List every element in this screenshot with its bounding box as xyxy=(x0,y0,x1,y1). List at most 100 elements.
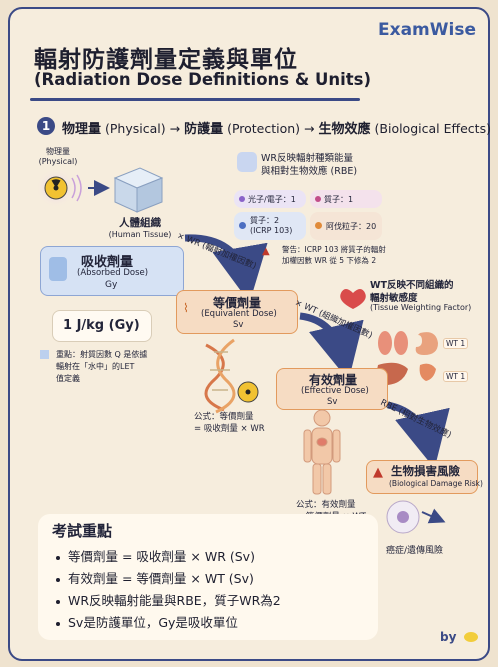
effective-unit: Sv xyxy=(327,397,338,407)
brand-logo: ExamWise xyxy=(378,20,476,40)
step-protection-zh: 防護量 xyxy=(184,122,224,137)
key-point-4: Sv是防護單位，Gy是吸收單位 xyxy=(56,612,238,631)
wr-proton-icrp-sub: (ICRP 103) xyxy=(250,226,293,235)
step-physical-en: (Physical) xyxy=(105,121,166,136)
tissue-label-en: (Human Tissue) xyxy=(108,230,172,239)
key-point-2-text: 有效劑量 = 等價劑量 × WT (Sv) xyxy=(68,571,254,586)
bullet-icon xyxy=(56,599,60,604)
stomach-icon xyxy=(415,332,438,355)
formula-eff-line-1: 公式：有效劑量 xyxy=(296,500,356,510)
thyroid-icon xyxy=(419,363,436,381)
dna-small-icon: ⌇ xyxy=(183,301,189,315)
lemon-icon xyxy=(464,632,478,642)
key-point-4-text: Sv是防護單位，Gy是吸收單位 xyxy=(68,615,238,630)
wr-cell-proton: 質子：1 xyxy=(310,190,382,208)
absorbed-zh: 吸收劑量 xyxy=(81,255,134,270)
photon-dot-icon xyxy=(239,196,245,202)
note-line-2: 輻射在「水中」的LET xyxy=(56,362,135,371)
bullet-icon xyxy=(56,555,60,560)
bullet-icon xyxy=(56,621,60,626)
wt-title-line-3: (Tissue Weighting Factor) xyxy=(370,303,472,312)
step-number-badge: 1 xyxy=(37,117,55,135)
proton-dot-icon xyxy=(315,196,321,202)
wt-label-2: WT 1 xyxy=(443,371,469,382)
step-arrow-1: → xyxy=(169,121,181,136)
wr-proton-label: 質子：1 xyxy=(324,195,354,204)
arrow-rbe xyxy=(387,401,450,469)
key-point-3-text: WR反映輻射能量與RBE，質子WR為2 xyxy=(68,593,281,608)
key-points-title: 考試重點 xyxy=(52,522,113,540)
human-body-icon xyxy=(303,409,341,495)
heart-icon xyxy=(340,289,366,309)
radiation-source-icon xyxy=(36,168,82,208)
equiv-zh: 等價劑量 xyxy=(213,296,262,310)
proton-icrp-dot-icon xyxy=(239,222,246,229)
wt-title-line-1: WT反映不同組織的 xyxy=(370,280,454,291)
formula-equiv-line-2: = 吸收劑量 × WR xyxy=(194,424,265,434)
effective-dose-card: 有效劑量 (Effective Dose) Sv xyxy=(276,368,388,410)
note-line-1: 重點：射質因數 Q 是依據 xyxy=(56,350,148,359)
title-english: (Radiation Dose Definitions & Units) xyxy=(34,70,372,89)
wr-photon-label: 光子/電子：1 xyxy=(248,195,296,204)
risk-card: ▲ 生物損害風險 (Biological Damage Risk) xyxy=(366,460,483,494)
step-arrow-2: → xyxy=(304,121,315,136)
warning-line-1: 警告：ICRP 103 將質子的輻射 xyxy=(282,245,386,254)
risk-warning-icon: ▲ xyxy=(373,465,383,480)
note-marker-icon xyxy=(40,350,49,359)
risk-en: (Biological Damage Risk) xyxy=(389,479,483,488)
wr-cell-photon: 光子/電子：1 xyxy=(234,190,306,208)
source-label-en: (Physical) xyxy=(38,157,78,166)
beaker-icon xyxy=(49,257,67,281)
formula-equiv-line-1: 公式：等價劑量 xyxy=(194,412,254,422)
warning-icon: ▲ xyxy=(262,246,270,257)
bullet-icon xyxy=(56,577,60,582)
step-heading: 物理量 (Physical) → 防護量 (Protection) → 生物效應… xyxy=(62,118,491,137)
by-label: by xyxy=(440,630,457,644)
absorbed-dose-card: 吸收劑量 (Absorbed Dose) Gy xyxy=(40,246,184,296)
radiation-symbol-icon xyxy=(237,381,259,403)
gy-definition: 1 J/kg (Gy) xyxy=(63,318,140,333)
wr-cell-alpha: 阿伐粒子：20 xyxy=(310,212,382,240)
key-point-2: 有效劑量 = 等價劑量 × WT (Sv) xyxy=(56,568,254,587)
step-bio-en: (Biological Effects) xyxy=(374,121,491,136)
lungs-icon xyxy=(378,331,408,355)
source-label: 物理量 (Physical) xyxy=(38,146,78,166)
step-physical-zh: 物理量 xyxy=(62,122,102,137)
dna-icon xyxy=(204,338,236,414)
arrow-wr xyxy=(184,234,268,303)
equiv-unit: Sv xyxy=(233,320,244,330)
flask-icon xyxy=(237,152,257,172)
step-bio-zh: 生物效應 xyxy=(318,122,371,137)
effective-en: (Effective Dose) xyxy=(301,386,369,396)
source-label-zh: 物理量 xyxy=(46,147,70,156)
cell-icon xyxy=(386,500,446,534)
wr-alpha-label: 阿伐粒子：20 xyxy=(326,222,377,231)
equiv-en: (Equivalent Dose) xyxy=(201,309,277,319)
alpha-dot-icon xyxy=(315,222,322,229)
title-underline xyxy=(30,98,360,101)
equivalent-dose-card: ⌇ 等價劑量 (Equivalent Dose) Sv xyxy=(176,290,298,334)
key-point-1: 等價劑量 = 吸收劑量 × WR (Sv) xyxy=(56,546,255,565)
warning-line-2: 加權因數 WR 從 5 下修為 2 xyxy=(282,256,377,265)
title-chinese: 輻射防護劑量定義與單位 xyxy=(34,47,298,73)
key-points-panel: 考試重點 等價劑量 = 吸收劑量 × WR (Sv) 有效劑量 = 等價劑量 ×… xyxy=(38,514,378,640)
step-protection-en: (Protection) xyxy=(227,121,301,136)
rbe-header: WR反映輻射種類能量 與相對生物效應 (RBE) xyxy=(237,150,407,186)
cancer-label: 癌症/遺傳風險 xyxy=(386,546,444,556)
wr-cell-proton-icrp: 質子：2 (ICRP 103) xyxy=(234,212,306,240)
absorbed-unit: Gy xyxy=(105,280,118,290)
wt-title-line-2: 輻射敏感度 xyxy=(370,293,418,304)
key-point-3: WR反映輻射能量與RBE，質子WR為2 xyxy=(56,590,281,609)
key-point-1-text: 等價劑量 = 吸收劑量 × WR (Sv) xyxy=(68,549,255,564)
tissue-label: 人體組織 (Human Tissue) xyxy=(108,215,172,239)
rbe-line-1: WR反映輻射種類能量 xyxy=(261,153,353,164)
absorbed-en: (Absorbed Dose) xyxy=(77,268,149,278)
gy-definition-box: 1 J/kg (Gy) xyxy=(52,310,152,342)
tissue-label-zh: 人體組織 xyxy=(119,217,161,229)
risk-zh: 生物損害風險 xyxy=(391,464,460,478)
effective-zh: 有效劑量 xyxy=(309,373,358,387)
wr-proton-icrp-label: 質子：2 xyxy=(250,216,280,225)
wt-label-1: WT 1 xyxy=(443,338,469,349)
